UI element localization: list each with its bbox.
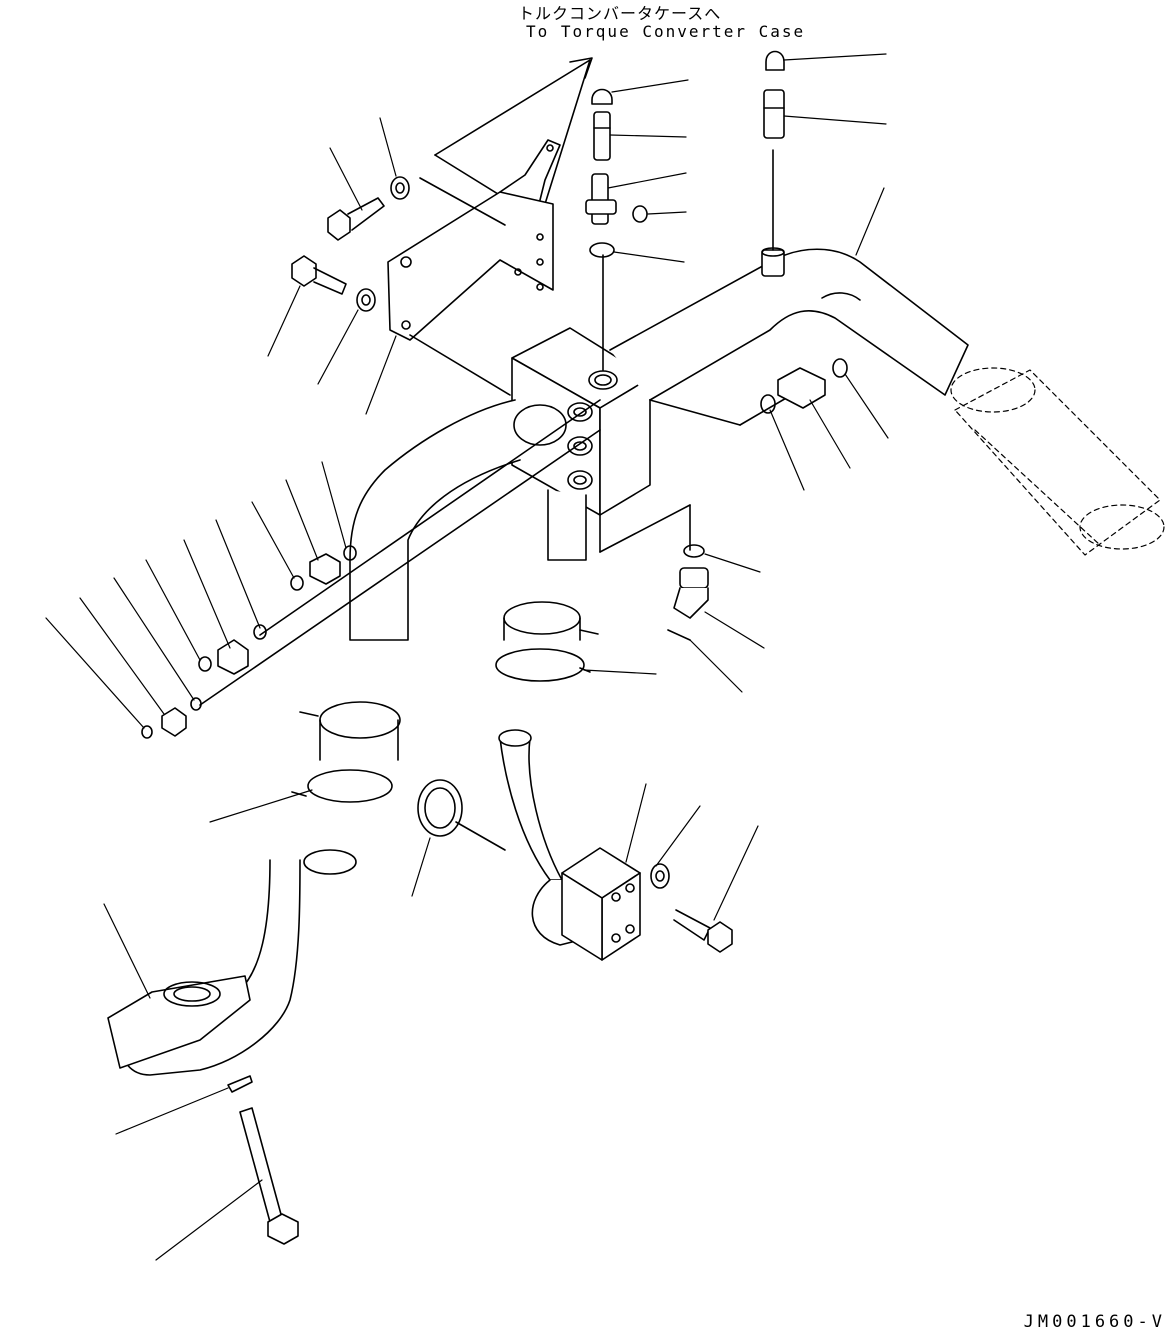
bracket-bolt-lower <box>292 256 375 311</box>
destination-label-en: To Torque Converter Case <box>526 22 806 41</box>
long-bolt <box>240 1108 298 1244</box>
bottom-pipe-assembly <box>108 850 356 1075</box>
block-fitting-2 <box>199 625 266 674</box>
clamp-upper <box>496 602 598 681</box>
top-cap-right <box>766 52 784 71</box>
block-fitting-3 <box>142 698 201 738</box>
large-o-ring <box>418 780 462 836</box>
small-o-ring-tee <box>633 206 647 222</box>
top-nipple-right <box>764 90 784 138</box>
destination-label-jp: トルクコンバータケースへ <box>518 4 722 23</box>
center-drop-pipe <box>548 490 586 560</box>
block-fitting-1 <box>291 546 356 590</box>
top-nipple-left <box>594 112 610 160</box>
callout-leaders <box>46 54 888 1260</box>
elbow-fitting <box>668 545 708 640</box>
tee-fitting <box>586 174 616 224</box>
tube-leaders <box>200 150 800 705</box>
drawing-code: JM001660-V <box>1023 1312 1166 1332</box>
right-connector <box>761 359 847 413</box>
torque-converter-case <box>951 368 1164 555</box>
bracket-bolt-upper <box>328 177 409 240</box>
small-plug <box>228 1076 252 1092</box>
flange-bolt <box>651 864 732 952</box>
clamp-lower <box>292 702 400 802</box>
lower-flange-pipe <box>456 730 640 960</box>
lower-left-pipe <box>350 400 566 640</box>
o-ring-block-top <box>590 243 614 257</box>
top-cap-left <box>592 90 612 105</box>
mounting-bracket <box>388 140 560 395</box>
